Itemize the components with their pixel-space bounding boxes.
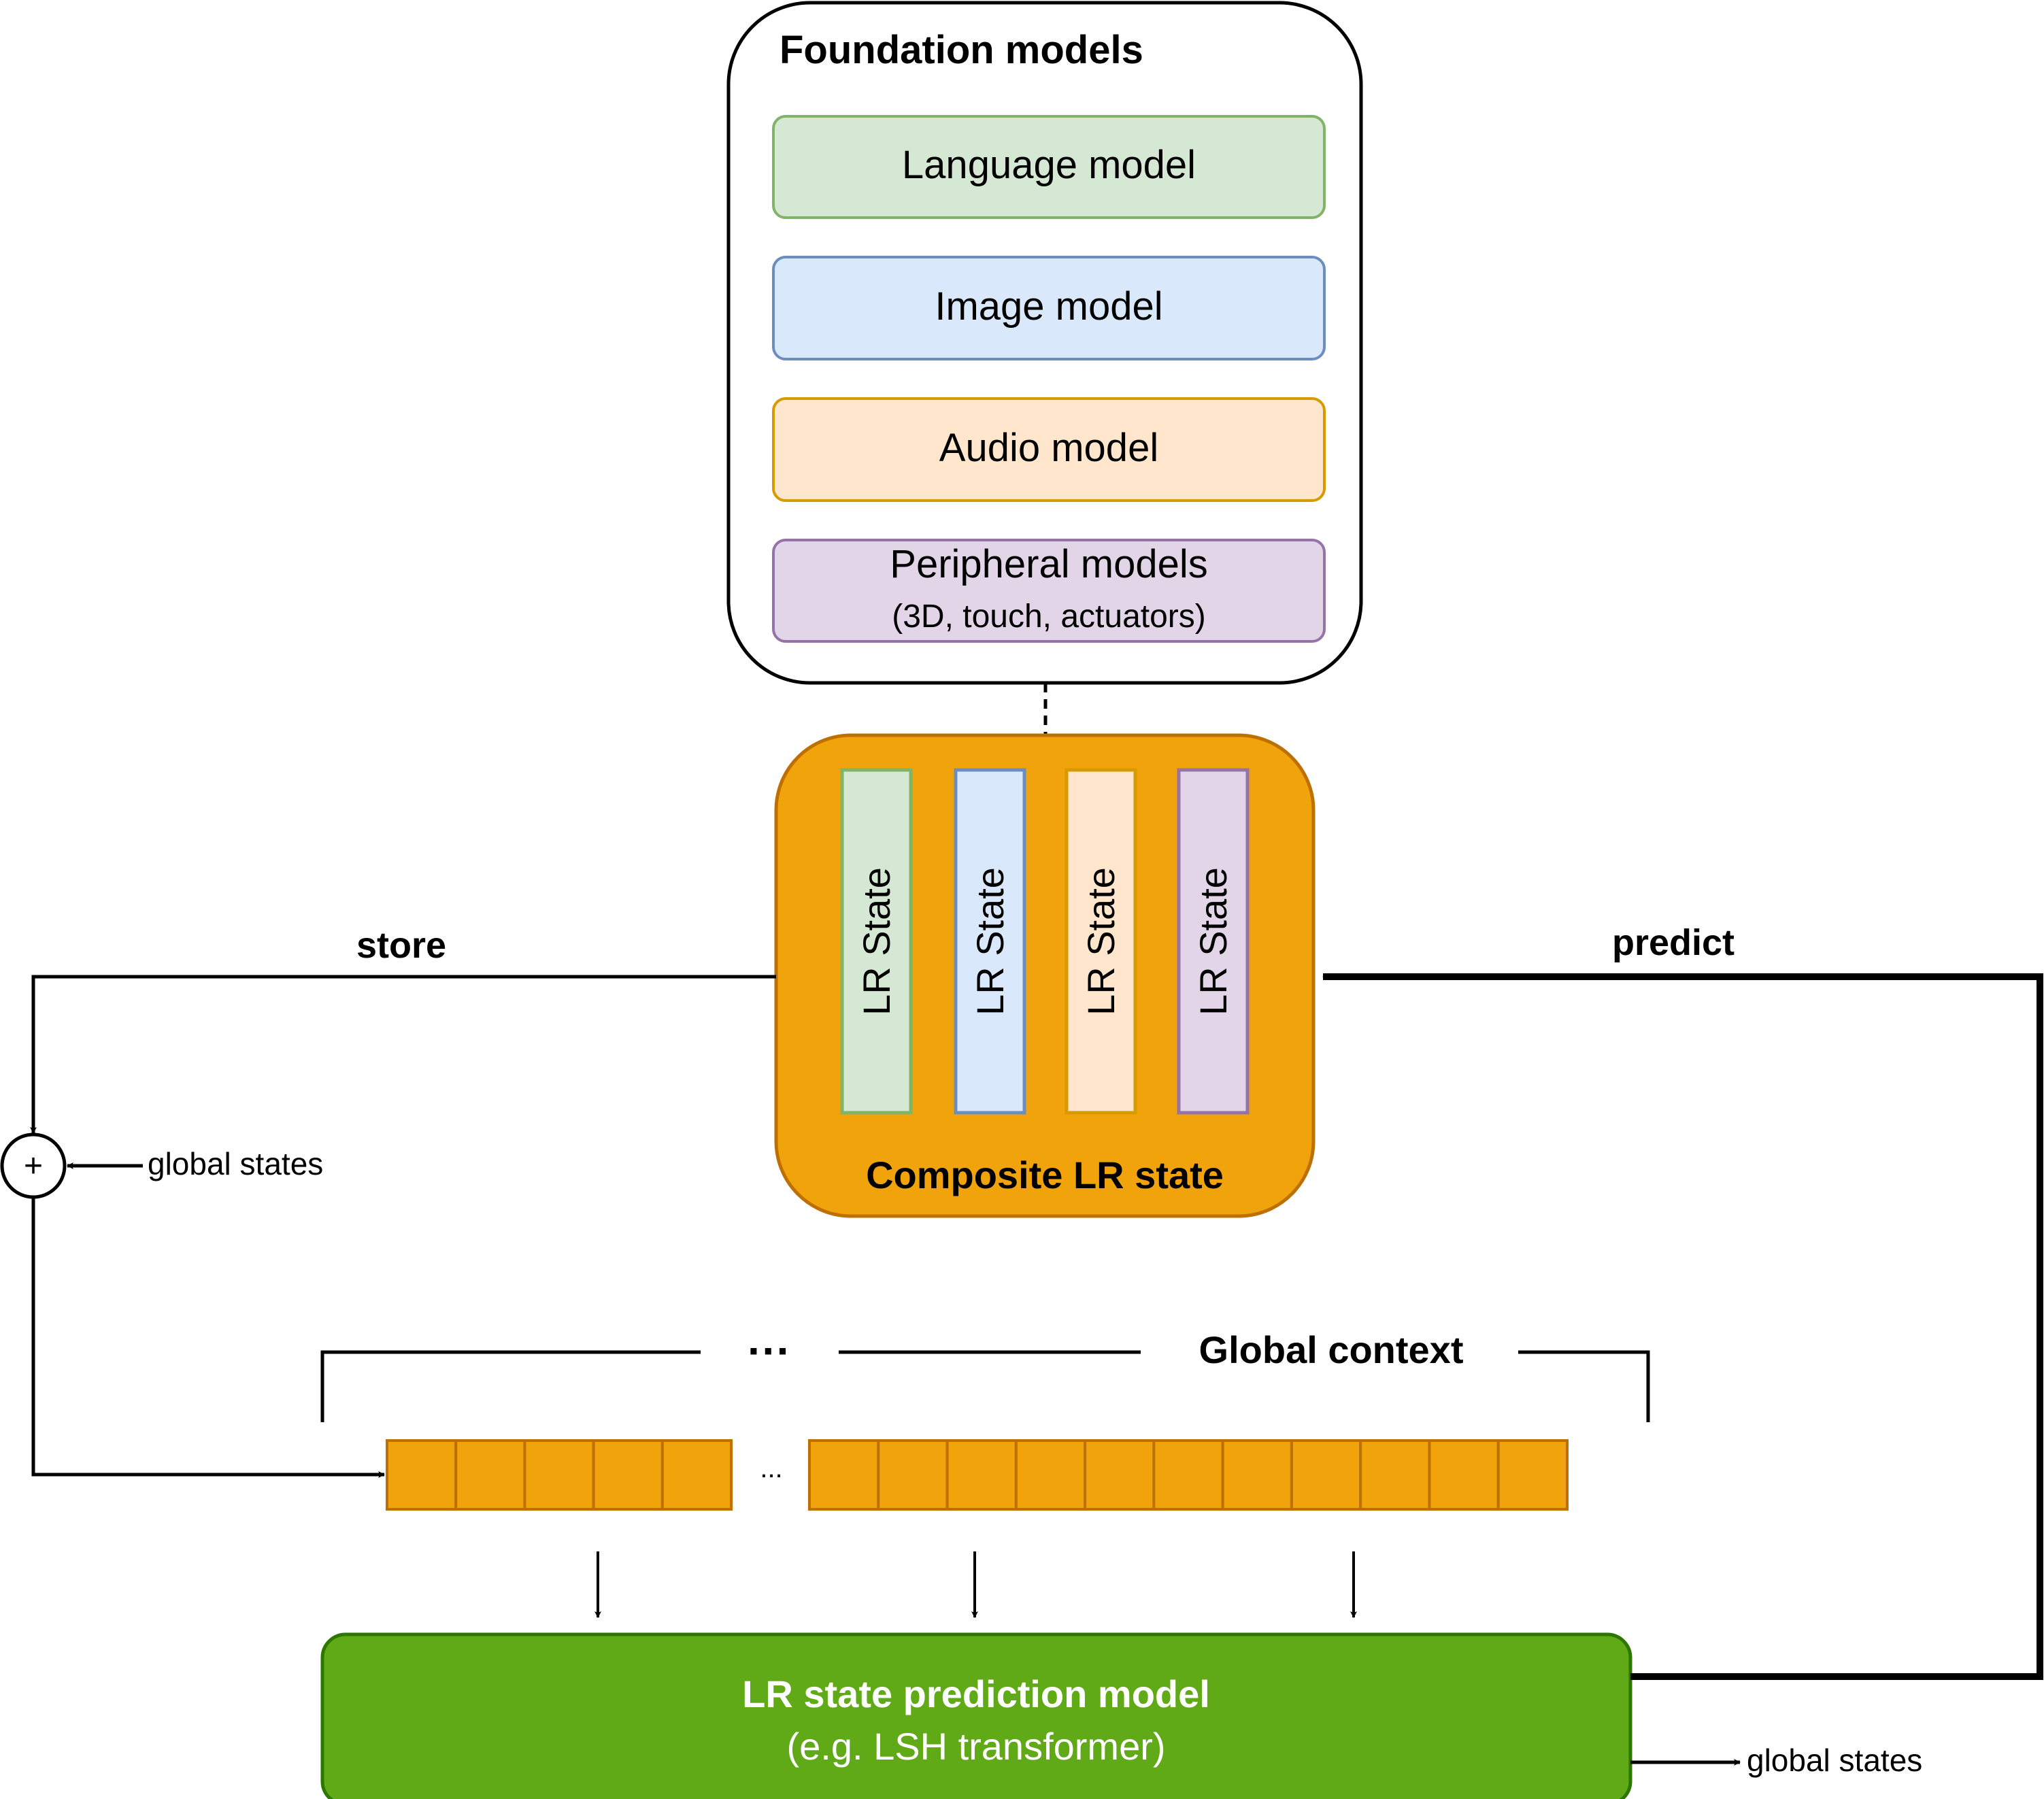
model-box-audio-rect [772,397,1326,502]
sum-node[interactable]: + [0,1132,67,1199]
lr-state-label-2: LR State [969,867,1011,1015]
model-label-image: Image model [935,284,1162,329]
context-group-2-cell [1359,1439,1431,1511]
context-group-2-cell [1496,1439,1569,1511]
context-group-1-cell [523,1439,595,1511]
predictor-subtitle: (e.g. LSH transformer) [786,1725,1165,1768]
plus-icon: + [24,1148,43,1184]
context-group-2-cell [1221,1439,1293,1511]
context-group-2-cell [1290,1439,1362,1511]
lr-state-column-2[interactable]: LR State [954,768,1026,1115]
lr-state-label-3: LR State [1079,867,1122,1015]
predict-label: predict [1612,922,1735,963]
context-group-2-cell [1152,1439,1224,1511]
bracket-left [320,1350,701,1422]
lr-state-column-1[interactable]: LR State [840,768,913,1115]
model-box-language[interactable]: Language model [772,115,1326,219]
lr-state-rect-2 [954,768,1026,1115]
composite-lr-state-title: Composite LR state [866,1154,1224,1196]
context-group-1-cell [454,1439,526,1511]
sum-to-context-arrow[interactable] [31,1197,385,1478]
model-label-peripheral: Peripheral models [890,542,1207,586]
lr-state-column-3[interactable]: LR State [1065,768,1137,1115]
predictor-group: LR state prediction model (e.g. LSH tran… [320,1632,1632,1799]
store-edge: store [30,925,776,1134]
model-box-image[interactable]: Image model [772,256,1326,360]
model-box-peripheral-rect [772,539,1326,643]
model-box-language-rect [772,115,1326,219]
composite-lr-state-group: LR State LR State LR State LR State Comp… [774,733,1316,1218]
model-sublabel-peripheral: (3D, touch, actuators) [892,599,1206,635]
lr-state-column-4[interactable]: LR State [1177,768,1250,1115]
lr-state-rect-1 [840,768,913,1115]
model-label-audio: Audio model [939,426,1158,470]
context-group-2-cell [1084,1439,1156,1511]
global-states-out-label: global states [1747,1743,1922,1778]
foundation-models-title: Foundation models [780,28,1143,72]
context-group-1-cell [592,1439,664,1511]
context-group-1-cell [660,1439,733,1511]
context-cells-group-1 [386,1439,733,1511]
lr-state-label-4: LR State [1192,867,1235,1015]
context-group-2-cell [1014,1439,1087,1511]
model-box-image-rect [772,256,1326,360]
global-context-bracket: ··· Global context [320,1326,1650,1422]
predict-arrow[interactable] [1322,973,2043,1680]
foundation-models-group: Foundation models Language model Image m… [726,1,1363,685]
lr-state-rect-3 [1065,768,1137,1115]
store-arrow[interactable] [30,975,776,1134]
context-group-2-cell [945,1439,1018,1511]
predictor-box[interactable] [320,1632,1632,1799]
model-box-peripheral[interactable]: Peripheral models (3D, touch, actuators) [772,539,1326,643]
store-label: store [356,925,446,966]
context-group-2-cell [808,1439,880,1511]
context-cells-group-2 [808,1439,1569,1511]
strip-ellipsis: ... [760,1453,782,1483]
bracket-ellipsis: ··· [748,1326,791,1375]
bracket-right [1518,1350,1650,1422]
global-states-in-label: global states [148,1146,323,1181]
lr-state-rect-4 [1177,768,1250,1115]
predictor-title: LR state prediction model [742,1672,1210,1715]
global-context-title: Global context [1199,1328,1464,1371]
predict-edge: predict [1322,922,2043,1680]
model-label-language: Language model [902,143,1196,187]
lr-state-label-1: LR State [855,867,898,1015]
context-group-1-cell [386,1439,458,1511]
context-group-2-cell [1428,1439,1500,1511]
model-box-audio[interactable]: Audio model [772,397,1326,502]
context-group-2-cell [877,1439,949,1511]
